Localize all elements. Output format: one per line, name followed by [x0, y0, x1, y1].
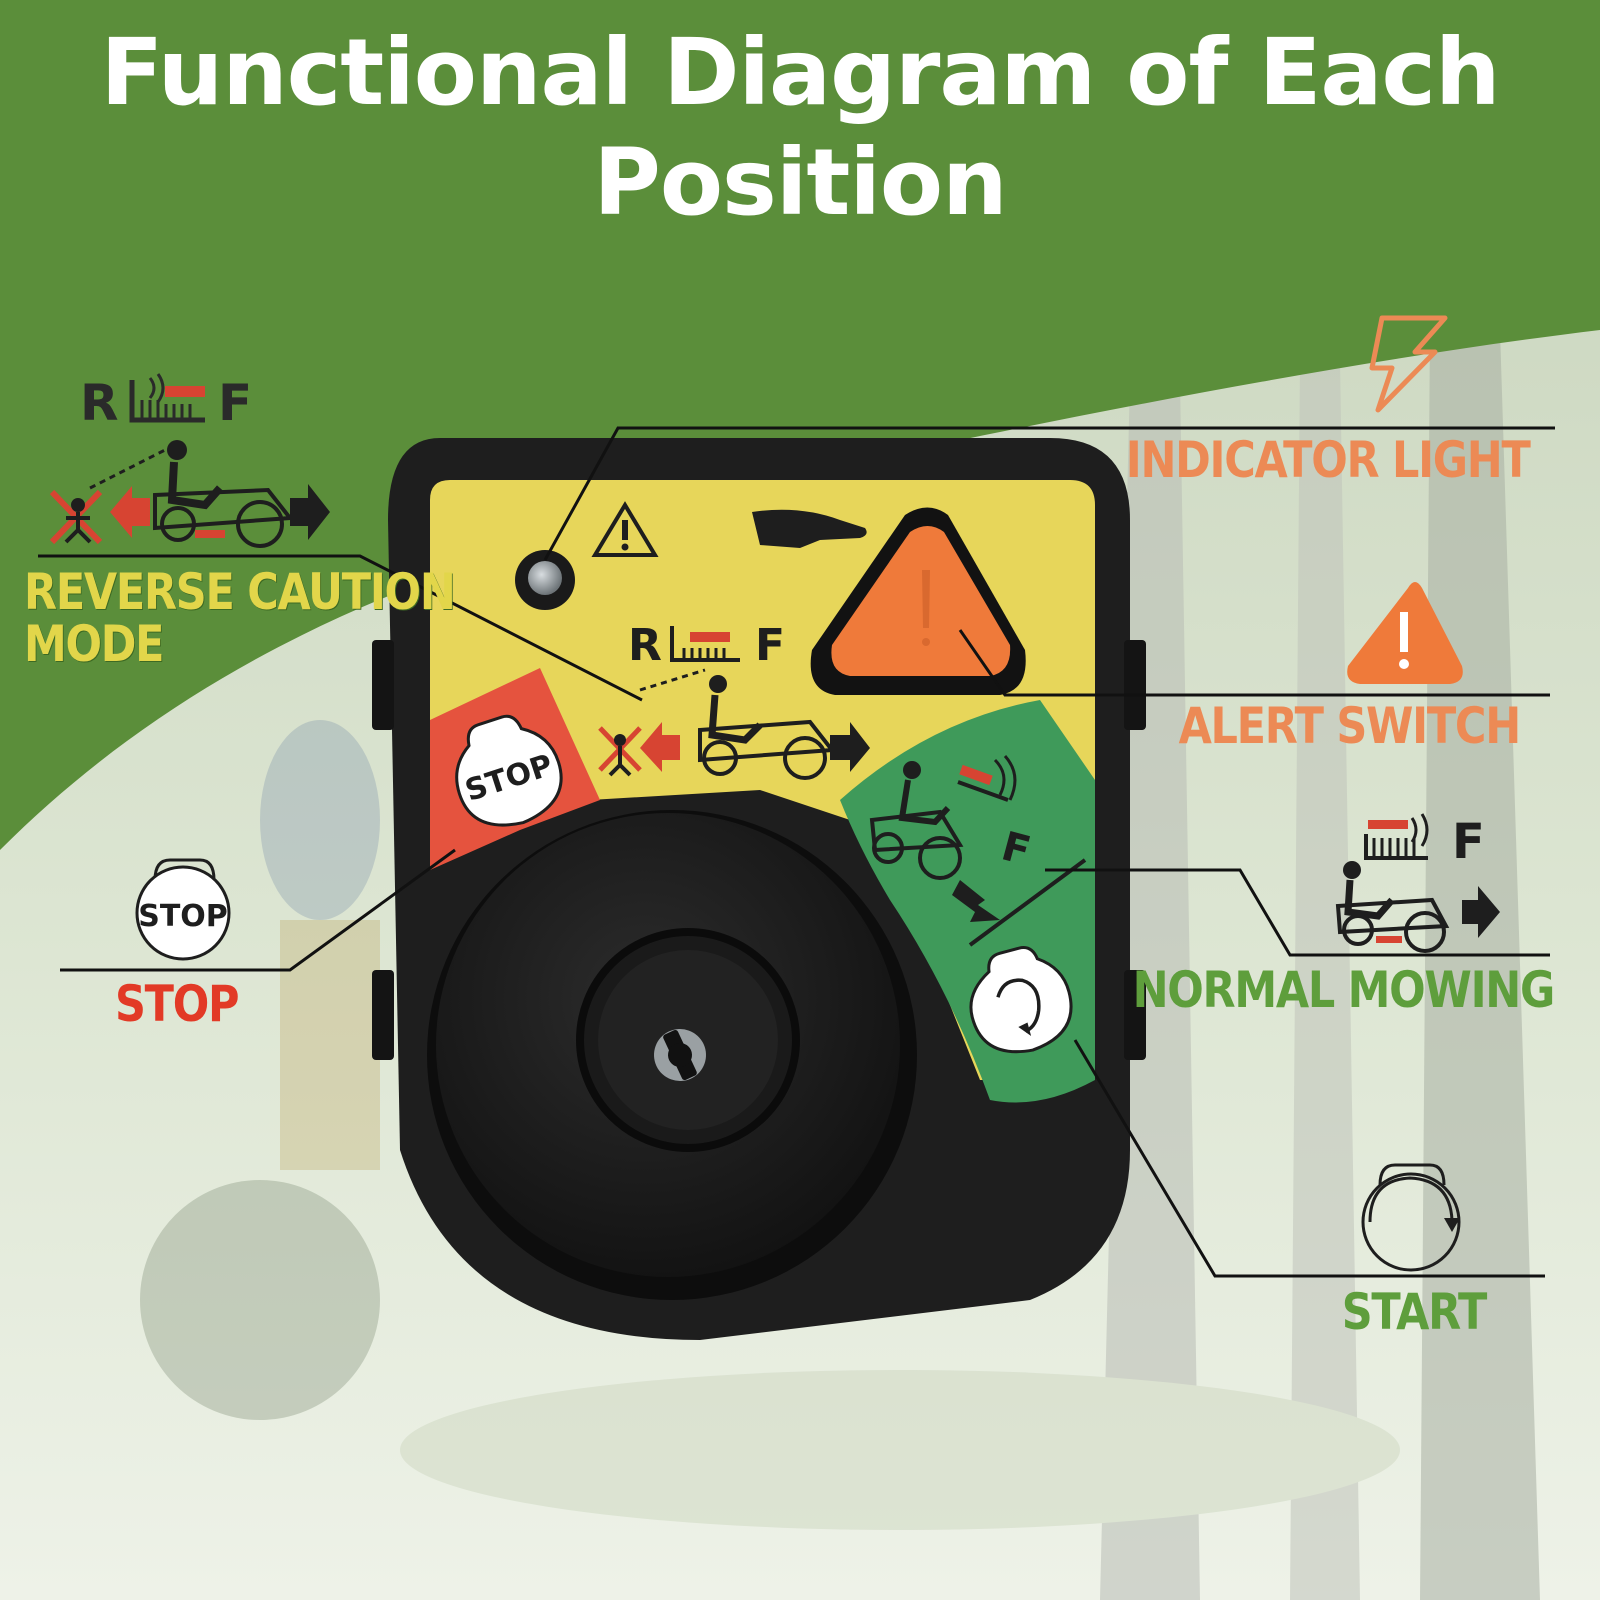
page-title: Functional Diagram of Each Position — [100, 19, 1500, 236]
reverse-caution-icon: R F — [49, 373, 330, 548]
panel-start-icon — [969, 946, 1073, 1054]
panel-mower-deck-icon — [670, 626, 740, 662]
panel-stop-icon: STOP — [455, 714, 563, 827]
panel-r-text: R — [628, 620, 662, 671]
alert-exclamation-icon — [922, 570, 930, 628]
alert-callout-line — [958, 629, 1550, 697]
reverse-callout-line — [38, 554, 643, 702]
indicator-light-label: INDICATOR LIGHT — [1126, 431, 1531, 489]
ignition-switch: R F STOP — [372, 438, 1146, 1340]
normal-mowing-label: NORMAL MOWING — [1132, 961, 1556, 1019]
lightning-icon — [1369, 315, 1448, 413]
housing-tab-left-top — [372, 640, 394, 730]
background-trees — [140, 330, 1540, 1600]
pointing-hand-icon — [752, 509, 867, 548]
alert-exclamation-dot — [922, 638, 930, 646]
green-mowing-icon — [869, 755, 1017, 880]
reverse-caution-label-line1: REVERSE CAUTION — [24, 563, 456, 621]
housing-tab-right-bottom — [1124, 970, 1146, 1060]
panel-f-text: F — [755, 620, 785, 671]
start-label: START — [1341, 1283, 1488, 1341]
housing-tab-left-bottom — [372, 970, 394, 1060]
indicator-led — [528, 561, 562, 595]
normal-callout-line — [1045, 868, 1550, 957]
stop-label: STOP — [115, 975, 240, 1033]
reverse-caution-label: REVERSE CAUTION MODE — [24, 563, 456, 673]
warning-triangle-icon — [591, 501, 659, 557]
callout-lines — [38, 426, 1555, 1278]
alert-switch-label: ALERT SWITCH — [1178, 697, 1522, 755]
normal-icon-f: F — [1452, 814, 1485, 870]
panel-reverse-caution-icon — [598, 668, 870, 780]
housing-tab-right-top — [1124, 640, 1146, 730]
green-banner — [0, 0, 1600, 850]
alert-triangle-icon — [1347, 582, 1463, 684]
stop-icon-text: STOP — [138, 899, 228, 934]
reverse-icon-f: F — [218, 374, 252, 432]
reverse-caution-label-line2: MODE — [24, 615, 165, 673]
key-slot[interactable] — [645, 1020, 714, 1089]
start-key-icon — [1361, 1163, 1461, 1272]
green-arrow-icon — [952, 880, 1000, 922]
normal-mowing-icon: F — [1335, 813, 1500, 953]
stop-callout-line — [60, 848, 456, 972]
reverse-icon-r: R — [80, 374, 119, 432]
stop-key-icon: STOP — [135, 858, 231, 961]
indicator-callout-line — [543, 426, 1555, 561]
green-divider — [968, 858, 1087, 947]
start-callout-line — [1073, 1039, 1545, 1278]
